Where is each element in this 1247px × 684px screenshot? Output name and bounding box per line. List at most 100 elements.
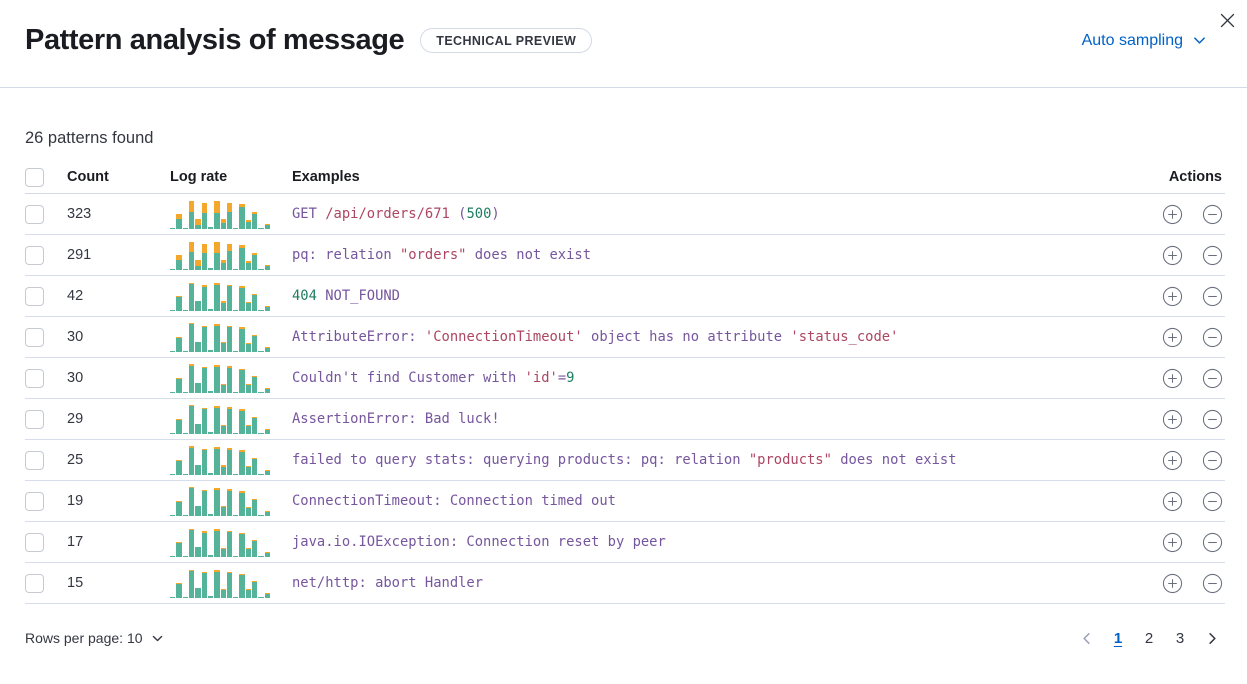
filter-out-button[interactable] bbox=[1202, 450, 1223, 471]
rows-per-page-dropdown[interactable]: Rows per page: 10 bbox=[25, 630, 164, 646]
filter-in-button[interactable] bbox=[1162, 368, 1183, 389]
sparkline-bar bbox=[264, 593, 270, 598]
sparkline-bar bbox=[220, 547, 226, 557]
sparkline-bar bbox=[233, 391, 239, 393]
table-row: 15 net/http: abort Handler bbox=[25, 563, 1225, 604]
row-checkbox[interactable] bbox=[25, 327, 44, 347]
sparkline-bar bbox=[239, 450, 245, 475]
close-button[interactable] bbox=[1211, 4, 1243, 36]
sparkline-bar bbox=[188, 405, 195, 434]
plus-circle-icon bbox=[1162, 573, 1183, 593]
sparkline-bar bbox=[188, 364, 195, 393]
table-row: 29 AssertionError: Bad luck! bbox=[25, 399, 1225, 440]
filter-out-button[interactable] bbox=[1202, 286, 1223, 307]
row-checkbox[interactable] bbox=[25, 286, 44, 306]
sparkline-bar bbox=[239, 327, 245, 352]
sparkline-bar bbox=[201, 448, 207, 475]
filter-out-button[interactable] bbox=[1202, 491, 1223, 512]
sparkline-bar bbox=[258, 351, 264, 352]
sparkline-bar bbox=[207, 432, 214, 434]
sparkline-bar bbox=[182, 596, 188, 598]
filter-out-button[interactable] bbox=[1202, 409, 1223, 430]
sparkline-bar bbox=[195, 465, 201, 475]
sparkline-bar bbox=[207, 555, 214, 557]
sparkline-bar bbox=[245, 302, 252, 311]
row-checkbox[interactable] bbox=[25, 491, 44, 511]
sparkline-bar bbox=[207, 596, 214, 598]
sparkline-bar bbox=[207, 391, 214, 393]
filter-out-button[interactable] bbox=[1202, 573, 1223, 594]
pattern-example: GET /api/orders/671 (500) bbox=[292, 206, 500, 222]
sampling-dropdown[interactable]: Auto sampling bbox=[1082, 32, 1207, 50]
sparkline-bar bbox=[264, 265, 270, 270]
filter-in-button[interactable] bbox=[1162, 573, 1183, 594]
table-row: 30 AttributeError: 'ConnectionTimeout' o… bbox=[25, 317, 1225, 358]
minus-circle-icon bbox=[1202, 327, 1223, 347]
sparkline-bar bbox=[207, 309, 214, 311]
sparkline-bar bbox=[245, 384, 252, 393]
filter-out-button[interactable] bbox=[1202, 327, 1223, 348]
filter-in-button[interactable] bbox=[1162, 204, 1183, 225]
filter-in-button[interactable] bbox=[1162, 450, 1183, 471]
row-checkbox[interactable] bbox=[25, 409, 44, 429]
sparkline-bar bbox=[182, 432, 188, 434]
sparkline-bar bbox=[220, 260, 226, 270]
select-all-checkbox[interactable] bbox=[25, 167, 44, 187]
sparkline-bar bbox=[233, 432, 239, 434]
pattern-example: pq: relation "orders" does not exist bbox=[292, 247, 592, 263]
sparkline-bar bbox=[170, 269, 176, 270]
filter-out-button[interactable] bbox=[1202, 532, 1223, 553]
sparkline-bar bbox=[258, 474, 264, 475]
log-rate-sparkline bbox=[170, 527, 270, 557]
filter-in-button[interactable] bbox=[1162, 245, 1183, 266]
row-checkbox[interactable] bbox=[25, 204, 44, 224]
pattern-count: 17 bbox=[67, 534, 84, 550]
pattern-example: 404 NOT_FOUND bbox=[292, 288, 400, 304]
pattern-count: 29 bbox=[67, 411, 84, 427]
row-checkbox[interactable] bbox=[25, 573, 44, 593]
row-checkbox[interactable] bbox=[25, 245, 44, 265]
row-checkbox[interactable] bbox=[25, 368, 44, 388]
filter-in-button[interactable] bbox=[1162, 286, 1183, 307]
sparkline-bar bbox=[226, 284, 233, 311]
sparkline-bar bbox=[233, 596, 239, 598]
sparkline-bar bbox=[245, 425, 252, 434]
filter-in-button[interactable] bbox=[1162, 327, 1183, 348]
pagination-next-button[interactable] bbox=[1199, 625, 1225, 651]
sparkline-bar bbox=[264, 388, 270, 393]
sparkline-bar bbox=[207, 514, 214, 516]
sparkline-bar bbox=[195, 341, 201, 352]
sparkline-bar bbox=[201, 572, 207, 598]
close-icon bbox=[1220, 13, 1234, 27]
sparkline-bar bbox=[252, 212, 258, 229]
pagination-page-3[interactable]: 3 bbox=[1168, 625, 1192, 651]
pagination-page-2[interactable]: 2 bbox=[1137, 625, 1161, 651]
row-checkbox[interactable] bbox=[25, 532, 44, 552]
filter-in-button[interactable] bbox=[1162, 491, 1183, 512]
filter-out-button[interactable] bbox=[1202, 245, 1223, 266]
filter-out-button[interactable] bbox=[1202, 368, 1223, 389]
minus-circle-icon bbox=[1202, 368, 1223, 388]
sparkline-bar bbox=[252, 417, 258, 434]
sparkline-bar bbox=[188, 282, 195, 311]
sparkline-bar bbox=[201, 489, 207, 516]
pagination-page-1[interactable]: 1 bbox=[1106, 625, 1130, 651]
pagination-prev-button[interactable] bbox=[1073, 625, 1099, 651]
sparkline-bar bbox=[195, 547, 201, 557]
minus-circle-icon bbox=[1202, 204, 1223, 224]
sparkline-bar bbox=[226, 530, 233, 557]
sparkline-bar bbox=[252, 335, 258, 352]
sparkline-bar bbox=[245, 548, 252, 557]
sparkline-bar bbox=[239, 368, 245, 393]
filter-in-button[interactable] bbox=[1162, 532, 1183, 553]
sparkline-bar bbox=[220, 219, 226, 229]
table-row: 17 java.io.IOException: Connection reset… bbox=[25, 522, 1225, 563]
row-checkbox[interactable] bbox=[25, 450, 44, 470]
filter-out-button[interactable] bbox=[1202, 204, 1223, 225]
sparkline-bar bbox=[226, 202, 233, 229]
sparkline-bar bbox=[264, 347, 270, 352]
plus-circle-icon bbox=[1162, 327, 1183, 347]
filter-in-button[interactable] bbox=[1162, 409, 1183, 430]
